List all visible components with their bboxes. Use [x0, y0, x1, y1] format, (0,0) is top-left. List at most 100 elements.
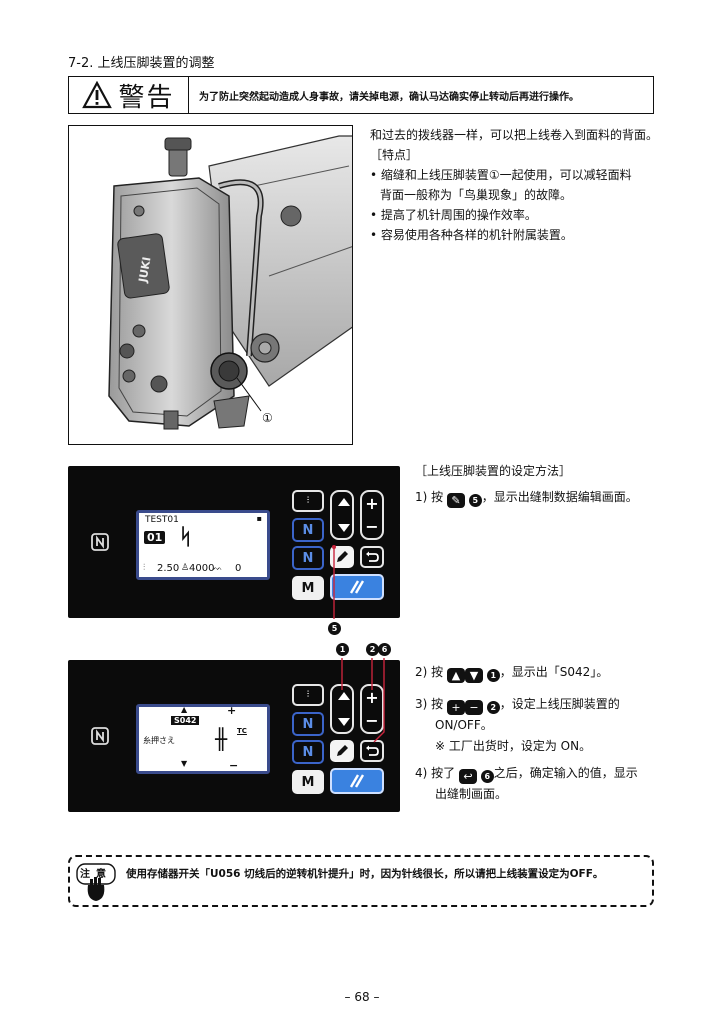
step-4-suffix: 之后，确定输入的值，显示 — [493, 766, 638, 780]
step-2-badge: 1 — [486, 669, 500, 682]
warning-text: 为了防止突然起动造成人身事故，请关掉电源，确认马达确实停止转动后再进行操作。 — [199, 91, 579, 103]
lock-icon: ▪ — [256, 514, 262, 523]
lcd-screen-1: TEST01 ▪ 01 ᛋ ⫶ 2.50 ♙ 4000 ᨓ 0 — [136, 510, 270, 580]
lcd-down-arrow-icon: ▼ — [181, 759, 188, 768]
caution-label-2: 意 — [96, 869, 106, 880]
stitch-setting-key[interactable]: ⫶ — [292, 684, 324, 706]
plus-icon: + — [365, 494, 379, 513]
step-1-suffix: ，显示出缝制数据编辑画面。 — [481, 490, 638, 504]
step-4-cont: 出缝制画面。 — [435, 787, 508, 801]
ready-key[interactable] — [330, 574, 384, 600]
lcd-title: TEST01 — [145, 515, 179, 525]
callout-1: 1 — [336, 643, 349, 656]
callout-line-5 — [332, 545, 336, 619]
lcd-stitch-length: 2.50 — [157, 563, 180, 574]
operation-panel-1: TEST01 ▪ 01 ᛋ ⫶ 2.50 ♙ 4000 ᨓ 0 ⫶ N N M … — [68, 466, 400, 618]
minus-icon: − — [365, 711, 379, 730]
step-2-prefix: 2) 按 — [415, 665, 444, 679]
ready-icon — [349, 774, 365, 788]
brand-logo: JUKI — [136, 256, 153, 285]
thread-clamp-icon: ╫ — [215, 727, 228, 751]
features-heading: ［特点］ — [370, 148, 419, 162]
up-down-rocker[interactable] — [330, 490, 354, 540]
lcd-speed: 4000 — [189, 563, 215, 574]
lcd-screen-2: ▲ + S042 糸押さえ ╫ TC ▼ − — [136, 704, 270, 774]
feature-2: • 提高了机针周围的操作效率。 — [370, 208, 537, 222]
plus-minus-rocker[interactable]: + − — [360, 490, 384, 540]
step-3-suffix: ，设定上线压脚装置的 — [499, 697, 620, 711]
return-icon — [366, 551, 379, 562]
edit-key[interactable] — [330, 740, 354, 762]
callout-lines-1-2-6 — [341, 658, 385, 743]
nfc-icon — [91, 533, 109, 551]
step-3-prefix: 3) 按 — [415, 697, 444, 711]
lcd-setting-label: 糸押さえ — [143, 736, 175, 745]
m-key[interactable]: M — [292, 576, 324, 600]
up-down-rocker[interactable] — [330, 684, 354, 734]
ready-key[interactable] — [330, 768, 384, 794]
edit-key[interactable] — [330, 546, 354, 568]
callout-6: 6 — [378, 643, 391, 656]
edit-key-icon: ✎ — [446, 493, 465, 508]
return-key-icon: ↩ — [458, 769, 477, 784]
step-1-badge: 5 — [468, 494, 482, 507]
stitch-pattern-icon: ᛋ — [179, 525, 192, 550]
minus-key-icon: − — [464, 700, 483, 715]
warning-label: 警告 — [69, 77, 189, 113]
step-1: 1) 按 ✎ 5，显示出缝制数据编辑画面。 — [415, 487, 675, 508]
lcd-tc-symbol: TC — [237, 727, 247, 735]
lcd-pattern-number: 01 — [144, 531, 166, 544]
callout-2: 2 — [366, 643, 379, 656]
step-4-prefix: 4) 按了 — [415, 766, 456, 780]
plus-key-icon: + — [446, 700, 465, 715]
step-3-cont: ON/OFF。 — [435, 718, 493, 732]
lcd-counter: 0 — [235, 563, 242, 574]
operation-panel-2: ▲ + S042 糸押さえ ╫ TC ▼ − ⫶ N N M + − — [68, 660, 400, 812]
pencil-icon — [337, 745, 348, 756]
sewing-machine-illustration: JUKI ① — [108, 135, 352, 430]
reverse-stitch-key-1[interactable]: N — [292, 518, 324, 542]
caution-hand-icon — [76, 863, 116, 901]
ready-icon — [349, 580, 365, 594]
m-key[interactable]: M — [292, 770, 324, 794]
up-key-icon: ▲ — [446, 668, 465, 683]
stitch-length-icon: ⫶ — [143, 563, 146, 573]
down-key-icon: ▼ — [464, 668, 483, 683]
speed-icon: ♙ — [181, 563, 190, 573]
machine-photo: JUKI ① — [68, 125, 353, 445]
warning-box: 警告 为了防止突然起动造成人身事故，请关掉电源，确认马达确实停止转动后再进行操作… — [68, 76, 654, 114]
feature-1: • 缩缝和上线压脚装置①一起使用，可以减轻面料 — [370, 168, 632, 182]
lcd-plus-icon: + — [227, 704, 237, 717]
caution-label-1: 注 — [80, 869, 90, 880]
stitch-setting-key[interactable]: ⫶ — [292, 490, 324, 512]
minus-icon: − — [365, 517, 379, 536]
plus-icon: + — [365, 688, 379, 707]
intro-text: 和过去的拨线器一样，可以把上线卷入到面料的背面。 ［特点］ • 缩缝和上线压脚装… — [370, 125, 660, 245]
section-title: 7-2. 上线压脚装置的调整 — [68, 56, 215, 71]
reverse-stitch-key-1[interactable]: N — [292, 712, 324, 736]
down-arrow-icon — [338, 524, 350, 532]
lcd-minus-icon: − — [229, 759, 239, 772]
return-icon — [366, 745, 379, 756]
reverse-stitch-key-2[interactable]: N — [292, 740, 324, 764]
reverse-stitch-key-2[interactable]: N — [292, 546, 324, 570]
return-key[interactable] — [360, 740, 384, 762]
step-3-note: ※ 工厂出货时，设定为 ON。 — [435, 739, 592, 753]
feature-1-cont: 背面一般称为「鸟巢现象」的故障。 — [380, 188, 573, 202]
callout-5: 5 — [328, 622, 341, 635]
step-3: 3) 按 +− 2，设定上线压脚装置的 ON/OFF。 ※ 工厂出货时，设定为 … — [415, 694, 675, 757]
down-arrow-icon — [338, 718, 350, 726]
warning-triangle-icon — [82, 81, 113, 109]
return-key[interactable] — [360, 546, 384, 568]
feature-3: • 容易使用各种各样的机针附属装置。 — [370, 228, 573, 242]
caution-text: 使用存储器开关「U056 切线后的逆转机针提升」时，因为针线很长，所以请把上线装… — [126, 868, 604, 880]
step-4-badge: 6 — [480, 770, 494, 783]
photo-callout-1: ① — [262, 411, 273, 425]
up-arrow-icon — [338, 498, 350, 506]
intro-line: 和过去的拨线器一样，可以把上线卷入到面料的背面。 — [370, 128, 659, 142]
step-3-badge: 2 — [486, 701, 500, 714]
plus-minus-rocker[interactable]: + − — [360, 684, 384, 734]
lcd-switch-code: S042 — [171, 716, 200, 725]
counter-icon: ᨓ — [213, 563, 223, 572]
